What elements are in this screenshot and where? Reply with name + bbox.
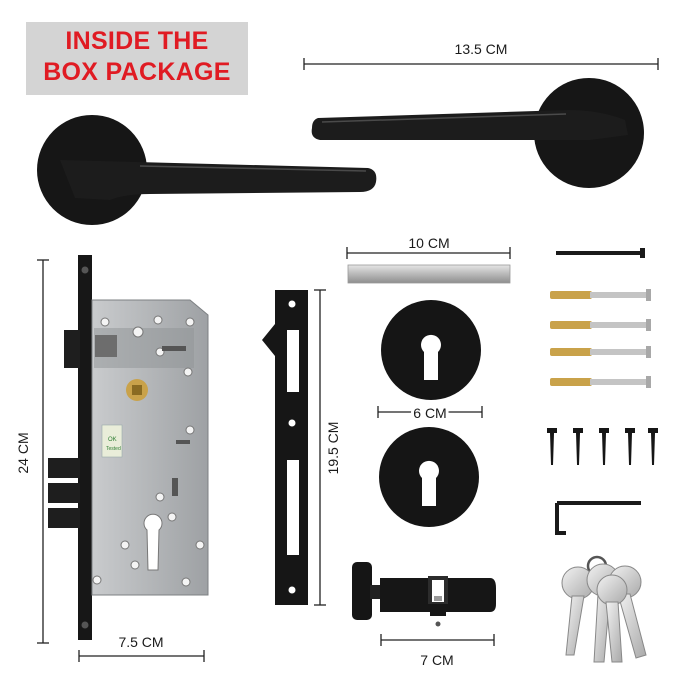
connecting-screw [550,319,651,331]
package-banner: INSIDE THE BOX PACKAGE [26,22,248,95]
rose-diameter-dimension: 6 CM [377,402,483,424]
mortise-lock-body: OK Tested [48,255,209,640]
wood-screw [625,428,635,465]
allen-key [555,501,641,535]
wood-screw [573,428,583,465]
banner-line-1: INSIDE THE [65,27,209,55]
connecting-screw [550,346,651,358]
door-handle-right [311,78,644,188]
spindle-length-label: 10 CM [408,235,449,251]
spindle-bar [347,264,511,284]
escutcheon-rose-bottom [379,427,479,527]
banner-title: INSIDE THE BOX PACKAGE [26,26,248,88]
handle-length-dimension: 13.5 CM [303,41,659,70]
strike-plate-height-label: 19.5 CM [325,422,341,475]
banner-line-2: BOX PACKAGE [43,58,231,86]
connecting-screws [550,289,651,388]
key [596,574,628,663]
wood-screw [547,428,557,465]
connecting-screw [550,376,651,388]
lock-body-height-label: 24 CM [15,432,31,473]
long-black-screw [556,248,645,258]
connecting-screw [550,289,651,301]
rose-diameter-label: 6 CM [413,405,446,421]
wood-screw [599,428,609,465]
wood-screw [648,428,658,465]
svg-text:Tested: Tested [106,446,121,452]
handle-length-label: 13.5 CM [455,41,508,57]
euro-cylinder-lock [352,562,496,627]
strike-plate-height-dimension: 19.5 CM [314,289,341,606]
spindle-length-dimension: 10 CM [346,235,511,259]
strike-plate [262,290,308,605]
lock-body-width-dimension: 7.5 CM [78,634,205,662]
key [561,566,595,656]
wood-screws [547,428,658,465]
door-handle-left [37,115,377,225]
cylinder-length-label: 7 CM [420,652,453,668]
keys-bunch [561,555,647,663]
svg-text:OK: OK [108,437,117,443]
lock-body-width-label: 7.5 CM [118,634,163,650]
escutcheon-rose-top [381,300,481,400]
lock-body-height-dimension: 24 CM [15,259,49,644]
cylinder-length-dimension: 7 CM [380,634,495,668]
